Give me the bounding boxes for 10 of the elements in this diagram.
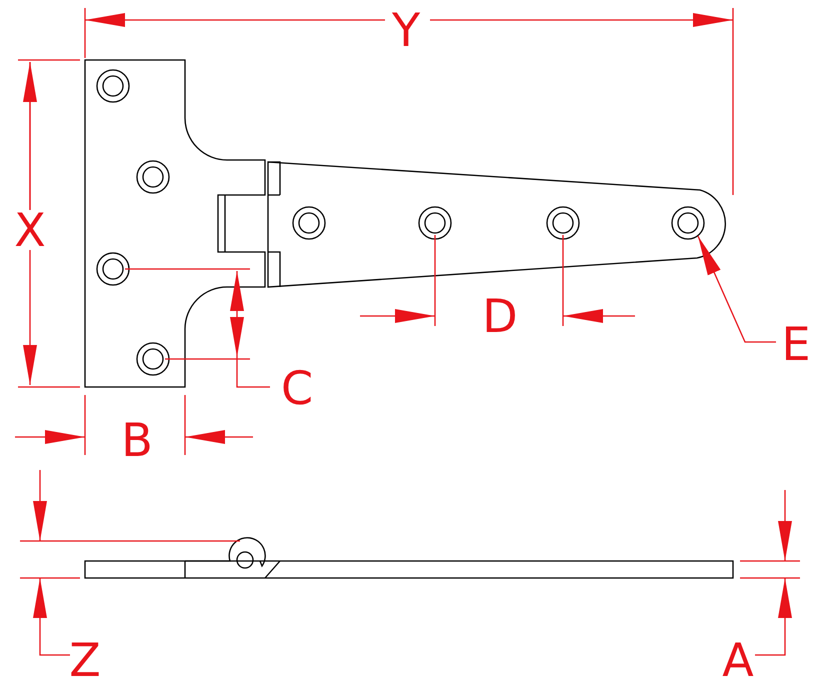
dimension-label: Z [69,637,101,683]
callout-letter: E [781,321,811,367]
leader-line [697,236,776,343]
dimension-label: C [280,365,314,411]
screw-hole [671,206,705,240]
dimension-label: Y [392,7,420,53]
dimension-label: B [121,417,153,463]
dimension-label: A [722,637,754,683]
dimension-label: D [482,293,518,339]
dimension-label: X [14,207,46,253]
